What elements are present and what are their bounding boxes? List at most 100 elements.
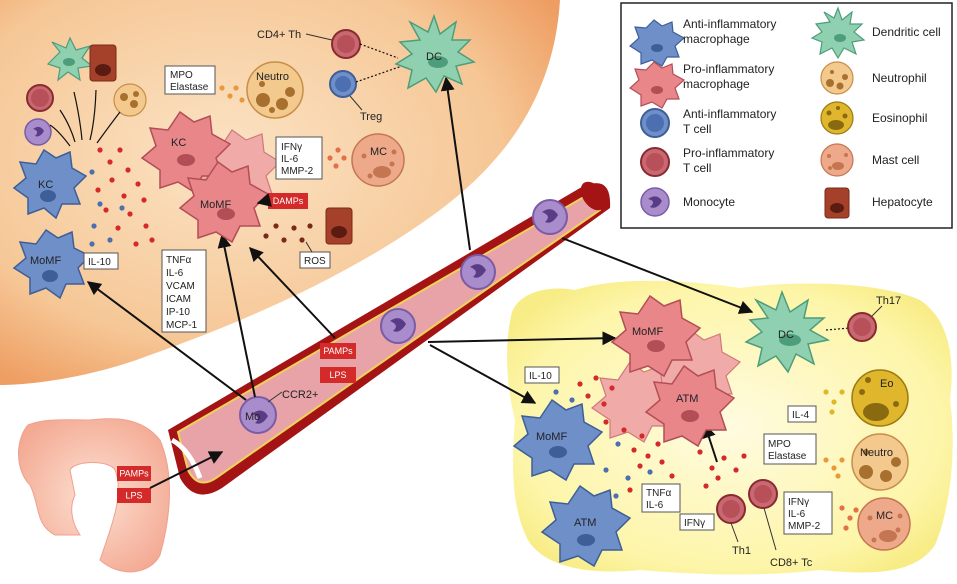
- arrow-vessel-to-dc-adipose: [561, 237, 754, 314]
- liver-treg-pointer: [349, 95, 363, 111]
- gut-pamps-box: [117, 466, 151, 481]
- legend-label-1a: Anti-inflammatory: [683, 17, 776, 31]
- adipose-tnf-box-line-2: IL-6: [646, 500, 664, 511]
- adipose-mpo-box-line-2: Elastase: [768, 451, 807, 462]
- adipose-il10-label: IL-10: [529, 371, 552, 382]
- adipose-th17-pointer: [871, 305, 883, 317]
- liver-mpo-box-line-2: Elastase: [170, 82, 209, 93]
- legend-label-1b: macrophage: [683, 32, 750, 46]
- adipose-th17-label: Th17: [876, 295, 901, 307]
- adipose-th1-pointer: [730, 522, 739, 543]
- legend-label-3a: Anti-inflammatory: [683, 107, 776, 121]
- legend-monocyte-icon: [640, 187, 670, 217]
- adipose-mpo-box: [763, 433, 817, 465]
- legend-pro-mac-icon: [629, 61, 686, 109]
- adipose-ifng-label: IFNγ: [684, 518, 705, 529]
- liver-cytokine-box-line-5: IP-10: [166, 307, 190, 318]
- adipose-th1-tcell: [716, 494, 746, 524]
- adipose-mc-label: MC: [876, 510, 893, 522]
- liver-treg-tcell: [329, 70, 357, 98]
- legend-eosinophil-icon: [820, 101, 854, 135]
- liver-cytokine-box-line-3: VCAM: [166, 281, 195, 292]
- liver-cd4-pointer: [305, 33, 333, 41]
- legend-label-5: Monocyte: [683, 195, 735, 209]
- arrow-gut-to-vessel: [149, 451, 224, 489]
- liver-dc: [394, 13, 476, 94]
- legend-label-4a: Pro-inflammatory: [683, 146, 774, 160]
- liver-ifn-box-line-2: IL-6: [281, 154, 299, 165]
- legend-neutrophil-icon: [820, 61, 854, 95]
- liver-monocyte: [24, 118, 52, 146]
- legend-pro-tcell-icon: [640, 147, 670, 177]
- legend-label-7: Neutrophil: [872, 71, 927, 85]
- adipose-neutro-label: Neutro: [860, 447, 893, 459]
- arrow-mo-to-kc: [217, 233, 256, 398]
- adipose-neutro-dots: [823, 457, 845, 479]
- liver-treg-dc-link: [355, 65, 403, 83]
- legend-label-2b: macrophage: [683, 77, 750, 91]
- arrow-vessel-to-momf-anti-adipose: [429, 344, 537, 404]
- adipose-mast-cell: [857, 497, 911, 551]
- adipose-tnf-box: [641, 483, 681, 513]
- adipose-dc-th17-link: [825, 327, 851, 331]
- adipose-il4-label: IL-4: [792, 410, 810, 421]
- legend-dc-icon: [810, 6, 866, 60]
- adipose-cytokine-dots: [553, 375, 747, 499]
- liver-ros-pointer: [305, 241, 313, 253]
- adipose-anti-momf-label: MoMF: [536, 431, 567, 443]
- liver-recruit-arrows: [49, 89, 121, 147]
- adipose-pro-momf: [610, 294, 702, 378]
- liver-pro-momf: [178, 160, 270, 244]
- ccr2-pointer: [267, 391, 283, 403]
- adipose-il4-box: [787, 405, 817, 423]
- arrow-damps-to-momf: [256, 193, 272, 207]
- liver-region: [0, 0, 560, 385]
- arrow-vessel-to-momf-adipose: [427, 331, 617, 346]
- gut-lps-box: [117, 488, 151, 503]
- arrow-pamps-to-momf: [249, 246, 336, 339]
- liver-mpo-box-line-1: MPO: [170, 70, 193, 81]
- adipose-pro-atm: [644, 364, 736, 448]
- adipose-tnf-box-line-1: TNFα: [646, 488, 671, 499]
- adipose-dc: [744, 289, 831, 374]
- legend-anti-mac-icon: [629, 19, 686, 67]
- vessel-pamps-box: [320, 343, 356, 359]
- liver-hepatocyte-top: [89, 44, 117, 82]
- liver-il10-label: IL-10: [88, 257, 111, 268]
- legend-label-10: Hepatocyte: [872, 195, 933, 209]
- adipose-anti-atm: [540, 484, 632, 568]
- liver-treg-label: Treg: [360, 111, 382, 123]
- adipose-anti-momf: [512, 398, 604, 482]
- legend-label-6: Dendritic cell: [872, 25, 941, 39]
- legend-label-9: Mast cell: [872, 153, 919, 167]
- adipose-cd8-pointer: [763, 507, 777, 551]
- legend-label-4b: T cell: [683, 161, 711, 175]
- adipose-eo-label: Eo: [880, 378, 893, 390]
- liver-anti-kc-label: KC: [38, 179, 53, 191]
- liver-cd4-label: CD4+ Th: [257, 29, 301, 41]
- liver-pro-kc-label: KC: [171, 137, 186, 149]
- liver-neutrophil: [246, 61, 304, 119]
- legend-label-3b: T cell: [683, 122, 711, 136]
- liver-damps-box: [268, 193, 308, 209]
- mo-label: Mo: [245, 411, 260, 423]
- liver-cytokine-box-line-6: MCP-1: [166, 320, 198, 331]
- liver-mc-dots: [327, 147, 347, 169]
- vessel-lps-box: [320, 367, 356, 383]
- liver-il10-box: [83, 252, 119, 270]
- legend-anti-tcell-icon: [640, 108, 670, 138]
- liver-ros-dots: [263, 223, 313, 243]
- legend-mast-cell-icon: [820, 143, 854, 177]
- liver-neutrophil-small: [113, 83, 147, 117]
- liver-ros-box: [299, 251, 331, 269]
- adipose-pro-atm-label: ATM: [676, 393, 698, 405]
- monocyte-vessel-1: [532, 199, 568, 235]
- adipose-mpo-box-line-1: MPO: [768, 439, 791, 450]
- adipose-cd8-label: CD8+ Tc: [770, 557, 813, 569]
- liver-cytokine-box-line-2: IL-6: [166, 268, 184, 279]
- liver-pro-tcell: [26, 84, 54, 112]
- liver-hepatocyte-right: [325, 207, 353, 245]
- liver-cd4-tcell: [331, 29, 361, 59]
- adipose-pro-momf-label: MoMF: [632, 326, 663, 338]
